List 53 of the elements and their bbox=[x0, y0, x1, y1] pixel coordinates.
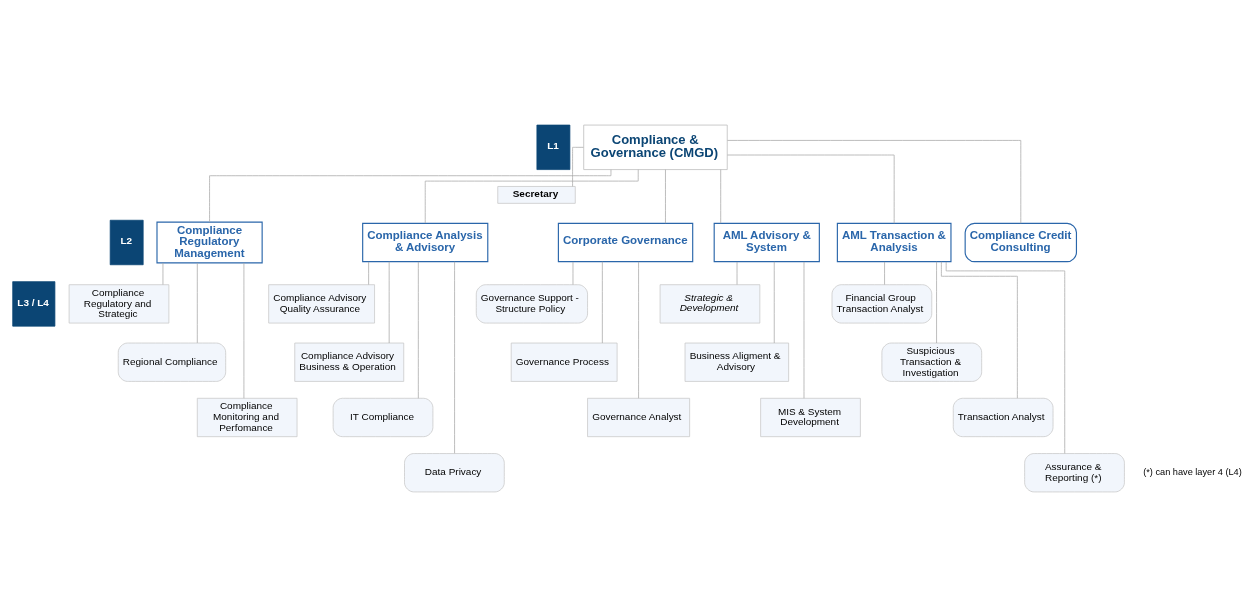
connector bbox=[388, 260, 390, 343]
node-box: AML Advisory & System bbox=[713, 222, 820, 262]
connector bbox=[424, 168, 639, 223]
node-box: Suspicious Transaction & Investigation bbox=[881, 342, 983, 382]
node-box: Secretary bbox=[497, 185, 576, 204]
connector bbox=[601, 260, 603, 343]
node-box: Compliance & Governance (CMGD) bbox=[583, 124, 728, 170]
node-box: Business Aligment & Advisory bbox=[684, 342, 790, 382]
connector bbox=[945, 261, 1066, 454]
node-box: Strategic & Development bbox=[659, 283, 761, 323]
node-box: Compliance Regulatory and Strategic bbox=[68, 283, 170, 323]
node-box: IT Compliance bbox=[332, 397, 434, 437]
connector bbox=[209, 168, 612, 222]
node-box: Governance Process bbox=[510, 342, 618, 382]
connector bbox=[727, 154, 895, 224]
node-box: MIS & System Development bbox=[760, 397, 861, 437]
connector bbox=[572, 146, 584, 187]
connector bbox=[417, 261, 419, 399]
node-box: Financial Group Transaction Analyst bbox=[831, 283, 933, 323]
label: (*) can have layer 4 (L4) bbox=[1143, 466, 1242, 477]
connector bbox=[243, 262, 245, 399]
connector bbox=[454, 260, 455, 454]
node-box: Compliance Advisory Business & Operation bbox=[294, 342, 405, 382]
node-box: Compliance Advisory Quality Assurance bbox=[268, 283, 375, 323]
connector bbox=[803, 261, 805, 399]
connector bbox=[773, 260, 775, 343]
node-box: AML Transaction & Analysis bbox=[836, 222, 952, 262]
connector bbox=[884, 261, 885, 285]
connector bbox=[638, 261, 639, 399]
node-box: L1 bbox=[536, 124, 571, 170]
node-box: Corporate Governance bbox=[557, 222, 694, 262]
connector bbox=[720, 168, 722, 224]
connector bbox=[941, 260, 1018, 399]
connector bbox=[736, 261, 738, 285]
connector bbox=[727, 139, 1022, 224]
node-box: Data Privacy bbox=[404, 452, 505, 492]
connector bbox=[936, 260, 937, 343]
node-box: Governance Support - Structure Policy bbox=[475, 283, 588, 323]
node-box: Assurance & Reporting (*) bbox=[1024, 452, 1125, 492]
node-box: Compliance Analysis & Advisory bbox=[362, 222, 489, 262]
node-box: Compliance Regulatory Management bbox=[156, 221, 263, 263]
connector bbox=[368, 261, 369, 285]
node-box: Transaction Analyst bbox=[952, 397, 1054, 437]
node-box: Compliance Credit Consulting bbox=[964, 222, 1078, 262]
connector bbox=[572, 261, 574, 285]
connector bbox=[162, 262, 164, 285]
node-box: Governance Analyst bbox=[587, 397, 690, 437]
node-box: Regional Compliance bbox=[117, 342, 227, 382]
connector bbox=[196, 262, 198, 343]
node-box: Compliance Monitoring and Perfomance bbox=[196, 397, 298, 437]
connector bbox=[665, 168, 666, 224]
node-box: L3 / L4 bbox=[12, 280, 56, 327]
node-box: L2 bbox=[109, 219, 144, 265]
